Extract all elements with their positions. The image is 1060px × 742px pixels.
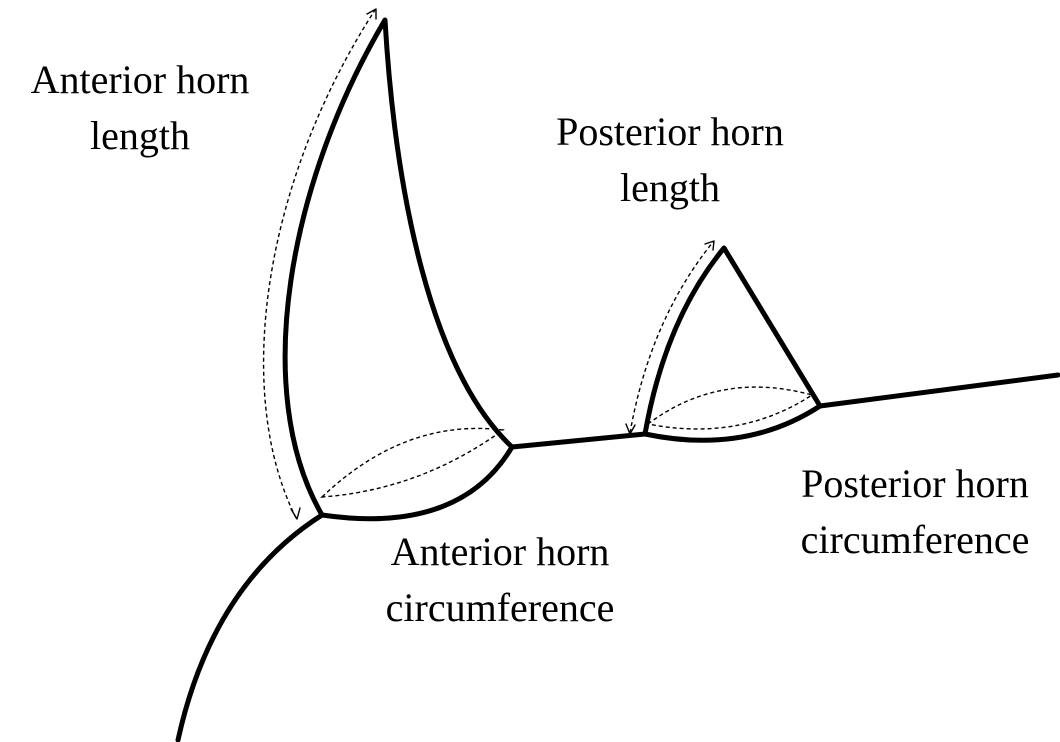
anterior-horn-length-label-line2: length xyxy=(0,108,280,164)
anterior-horn-length-label: Anterior horn length xyxy=(0,52,280,164)
anterior-horn-length-arrowhead-top xyxy=(367,9,376,19)
anterior-horn-circumference-label-line2: circumference xyxy=(345,580,655,636)
posterior-horn-length-label: Posterior horn length xyxy=(520,104,820,216)
posterior-horn-circumference-label: Posterior horn circumference xyxy=(770,456,1060,568)
anterior-horn-circumference-label: Anterior horn circumference xyxy=(345,524,655,636)
posterior-horn-outline xyxy=(645,248,820,440)
anterior-horn-circumference-label-line1: Anterior horn xyxy=(345,524,655,580)
posterior-horn-length-label-line1: Posterior horn xyxy=(520,104,820,160)
anterior-horn-outline xyxy=(285,20,512,519)
posterior-horn-circumference-label-line2: circumference xyxy=(770,512,1060,568)
posterior-horn-length-label-line2: length xyxy=(520,160,820,216)
posterior-horn-circumference-label-line1: Posterior horn xyxy=(770,456,1060,512)
anterior-horn-length-label-line1: Anterior horn xyxy=(0,52,280,108)
anterior-horn-length-arrow xyxy=(264,10,375,518)
